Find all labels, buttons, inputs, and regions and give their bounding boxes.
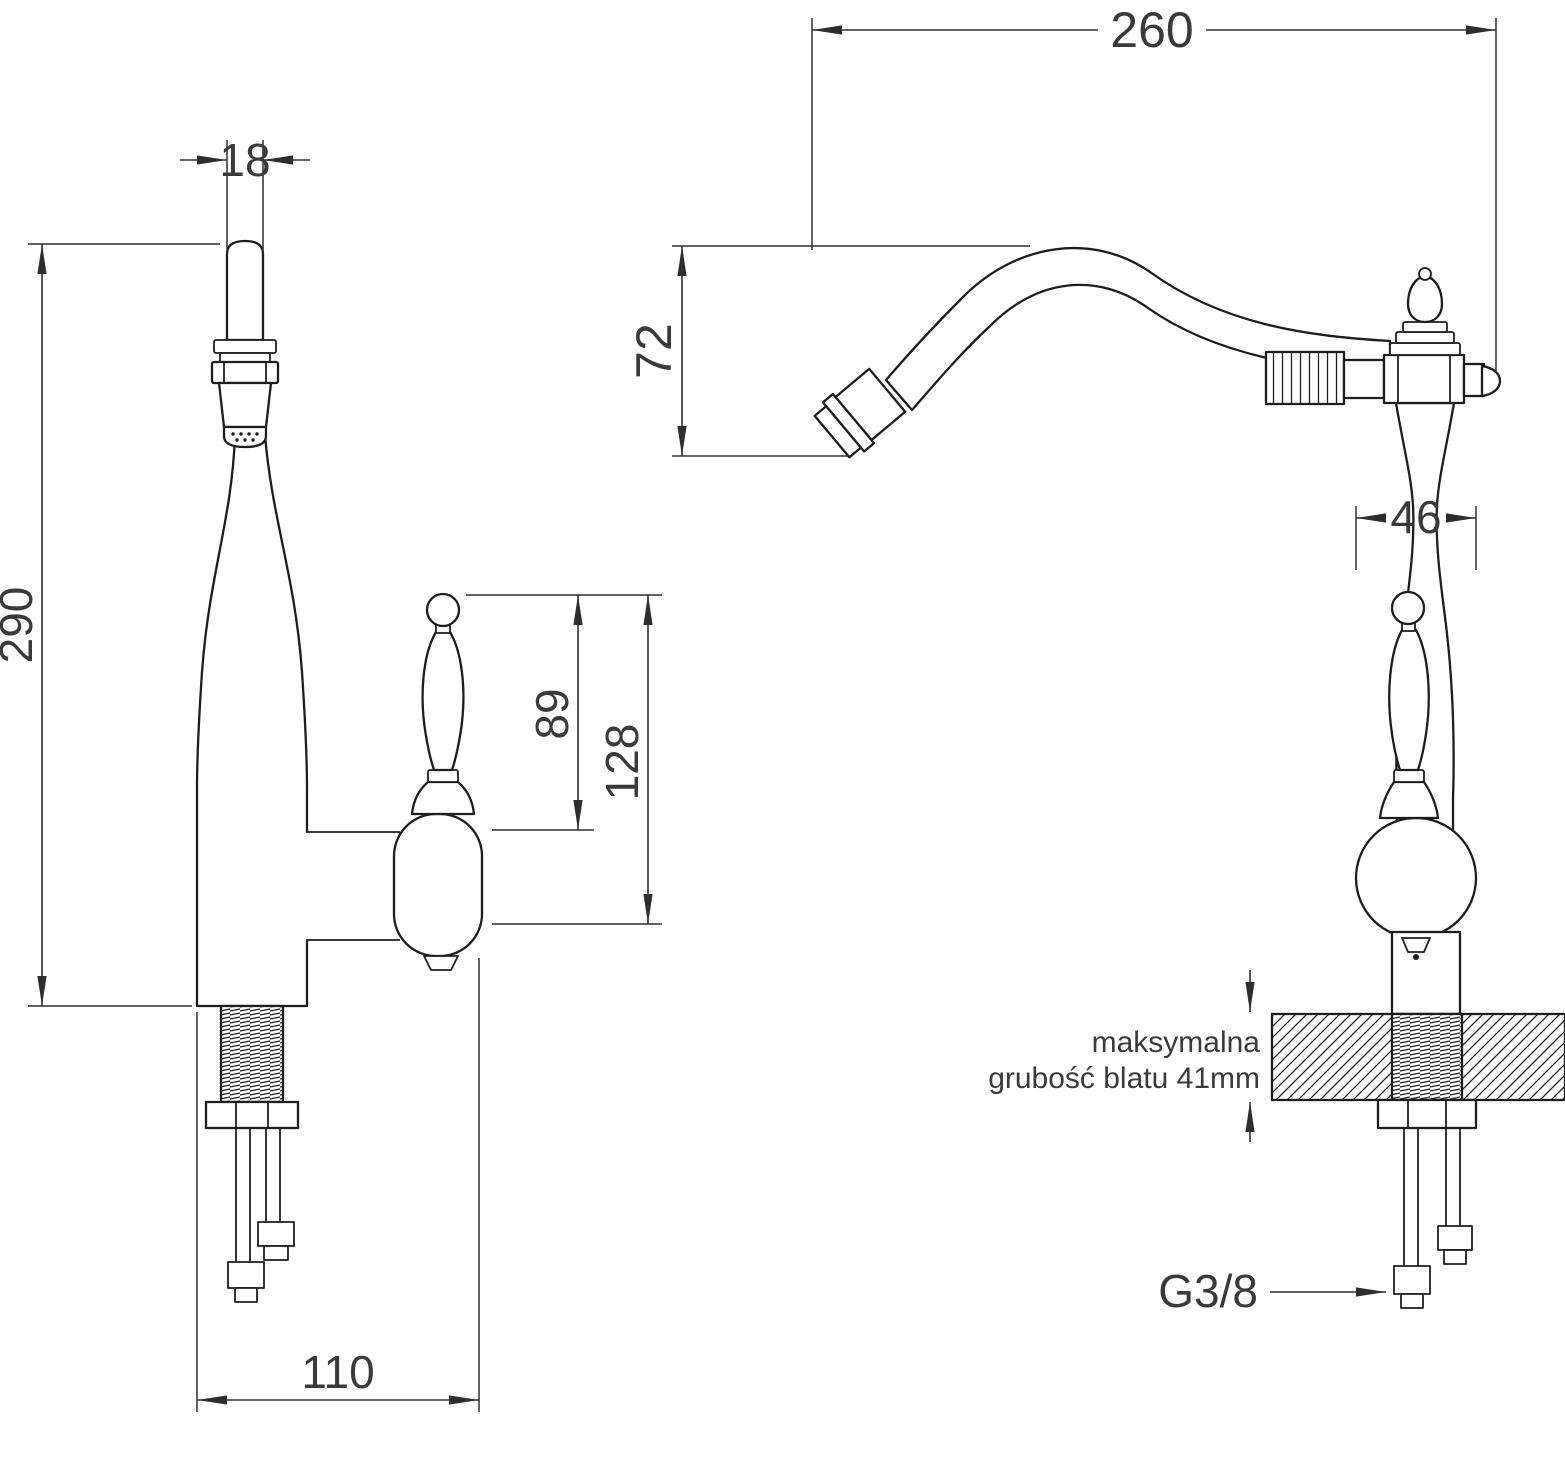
head-block (1382, 353, 1466, 405)
counter-note-line2: grubość blatu 41mm (988, 1062, 1260, 1095)
dim-label-handle-overall: 128 (596, 724, 648, 801)
finial-disc-3 (1389, 342, 1461, 356)
supply-hoses-side (1393, 1128, 1473, 1309)
handle-collar-front (427, 769, 459, 783)
dimension-base-depth: 110 (196, 958, 480, 1412)
spout-tube-side (884, 246, 1392, 412)
sphere-bottom-detail (1401, 937, 1431, 953)
supply-hoses-front (227, 1128, 295, 1303)
aerator-cap-front (222, 425, 268, 449)
handle-connector-fill (305, 832, 397, 940)
handle-lever-front (421, 630, 465, 772)
sphere-bottom-nub (1413, 954, 1419, 960)
mounting-nut-front (204, 1100, 300, 1130)
aerator-cone-front (217, 381, 273, 429)
dimension-body-diameter: 46 (1355, 491, 1477, 570)
mounting-shank-threads-front (222, 1007, 282, 1101)
handle-collar-side (1393, 769, 1425, 783)
handle-flare-front (410, 780, 476, 816)
mounting-nut-side (1376, 1098, 1478, 1130)
counter-note-line1: maksymalna (1092, 1026, 1261, 1059)
side-view-drawing: maksymalna grubość blatu 41mm G3/8 260 (626, 2, 1565, 1317)
spout-ring-2 (219, 352, 271, 363)
handle-lever-side (1388, 628, 1430, 772)
counter-thickness-callout: maksymalna grubość blatu 41mm (988, 970, 1260, 1142)
handle-housing-front (392, 812, 484, 958)
mounting-shank-threads-side (1393, 1015, 1461, 1099)
dim-label-body-diameter: 46 (1390, 491, 1441, 543)
dimension-spout-drop: 72 (626, 245, 1030, 457)
handle-ball-side (1390, 590, 1426, 626)
spout-nut-ribs (1267, 353, 1343, 403)
handle-ball-front (425, 592, 461, 628)
dimension-spout-reach: 260 (811, 2, 1497, 372)
handle-flare-side (1378, 780, 1440, 820)
dim-label-spout-drop: 72 (626, 323, 682, 379)
spout-tube-front (225, 239, 265, 342)
dim-label-base-depth: 110 (301, 1346, 374, 1398)
handle-housing-nub (423, 955, 459, 971)
front-view-drawing: 18 290 89 128 110 (0, 134, 662, 1412)
dim-label-total-height: 290 (0, 587, 42, 664)
dim-label-spout-diameter: 18 (219, 134, 270, 186)
spout-outlet-side (813, 367, 907, 459)
thread-callout: G3/8 (1158, 1265, 1386, 1317)
dimension-total-height: 290 (0, 243, 220, 1007)
dimension-handle-heights: 89 128 (466, 594, 662, 925)
spout-collar-front (210, 360, 280, 385)
dim-label-spout-reach: 260 (1110, 2, 1193, 58)
dimension-spout-diameter: 18 (180, 134, 310, 250)
right-knob-cap (1480, 364, 1502, 398)
dim-label-handle-height: 89 (526, 688, 578, 739)
finial-disc-1 (1402, 321, 1448, 333)
spout-ring-1 (213, 339, 277, 354)
body-sphere-side (1354, 816, 1478, 940)
aerator-dots (231, 432, 259, 442)
finial-tip (1418, 267, 1432, 281)
finial-acorn (1406, 274, 1444, 324)
finial-disc-2 (1395, 331, 1455, 344)
faucet-body-front (195, 433, 309, 1008)
thread-label: G3/8 (1158, 1265, 1258, 1317)
head-connector (1342, 358, 1386, 400)
